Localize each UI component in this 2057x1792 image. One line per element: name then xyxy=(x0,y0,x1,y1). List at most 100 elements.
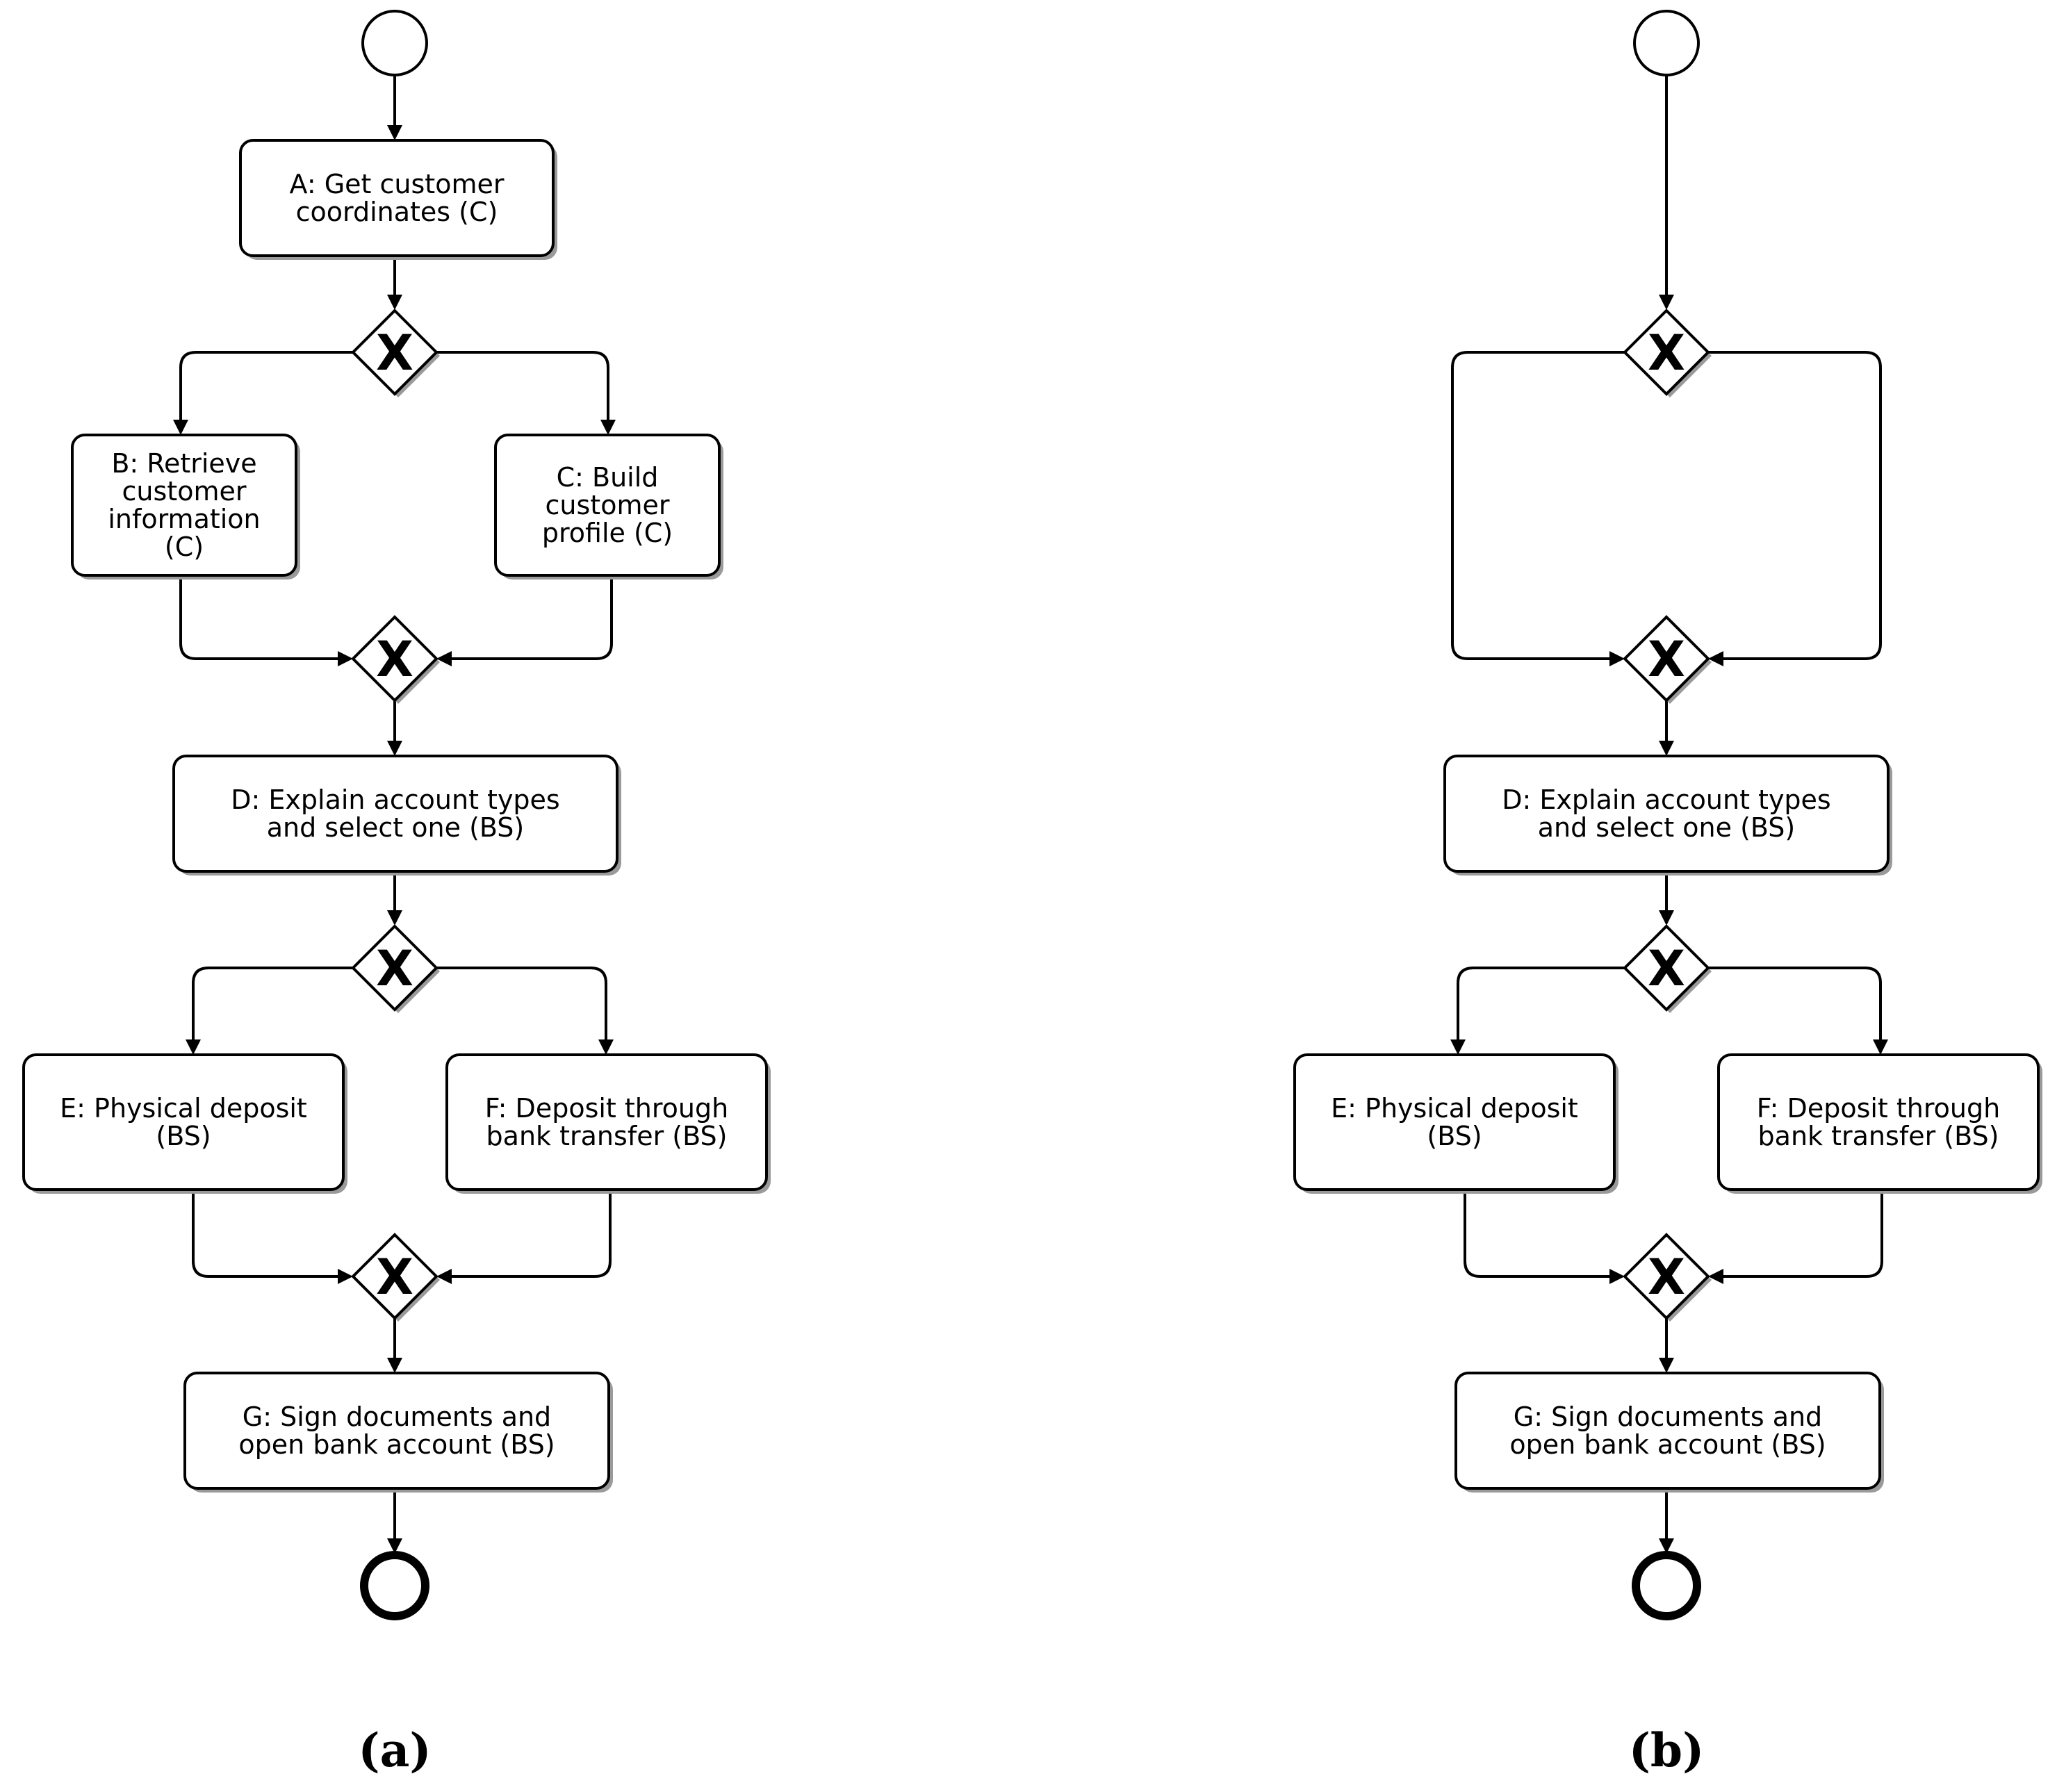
task-label-line: (BS) xyxy=(1427,1121,1482,1151)
end-event-icon xyxy=(360,1551,429,1620)
gateway-x-icon: X xyxy=(376,940,413,997)
gateway-x-icon: X xyxy=(376,1249,413,1306)
task-label-line: open bank account (BS) xyxy=(1509,1429,1826,1460)
task-label-line: F: Deposit through xyxy=(485,1093,728,1124)
task-label-line: C: Build xyxy=(557,462,659,493)
task-label-line: (C) xyxy=(165,532,204,562)
start-event-icon xyxy=(361,10,428,76)
flow-line xyxy=(1708,967,1882,1042)
flow-line xyxy=(179,575,341,660)
start-event-icon xyxy=(1633,10,1700,76)
end-event-icon xyxy=(1632,1551,1701,1620)
flow-line xyxy=(449,575,613,660)
gateway-x-icon: X xyxy=(1648,1249,1685,1306)
arrowhead xyxy=(387,910,402,926)
sequence-flow xyxy=(387,871,402,926)
arrowhead xyxy=(1450,1039,1466,1055)
arrowhead xyxy=(1609,1269,1625,1284)
arrowhead xyxy=(186,1039,201,1055)
arrowhead xyxy=(1708,1269,1723,1284)
gateway-x-icon: X xyxy=(1648,324,1685,381)
task-box xyxy=(172,755,618,873)
arrowhead xyxy=(387,1538,402,1554)
sequence-flow xyxy=(192,1190,353,1284)
task-label-line: A: Get customer xyxy=(290,169,505,199)
task-label-line: profile (C) xyxy=(542,518,673,548)
sequence-flow xyxy=(1659,1318,1674,1373)
task-label-line: and select one (BS) xyxy=(267,812,525,843)
sequence-flow xyxy=(387,75,402,140)
sequence-flow xyxy=(1659,1488,1674,1554)
sequence-flow xyxy=(1659,700,1674,756)
sequence-flow xyxy=(173,351,353,435)
sequence-flow xyxy=(1659,75,1674,310)
task-E: E: Physical deposit(BS) xyxy=(22,1053,347,1194)
task-box xyxy=(1717,1053,2040,1191)
flow-line xyxy=(1464,1190,1612,1278)
arrowhead xyxy=(1708,651,1723,666)
flow-line xyxy=(436,351,609,422)
sequence-flow xyxy=(436,967,614,1055)
task-label-line: coordinates (C) xyxy=(296,197,498,227)
task-label-line: open bank account (BS) xyxy=(238,1429,555,1460)
arrowhead xyxy=(1659,741,1674,756)
sequence-flow xyxy=(1464,1190,1625,1284)
panel-b-caption: (b) xyxy=(1629,1723,1705,1777)
flow-line xyxy=(179,351,353,422)
task-label-line: G: Sign documents and xyxy=(243,1401,551,1432)
arrowhead xyxy=(436,1269,452,1284)
task-box xyxy=(239,139,555,257)
gateway-diamond xyxy=(1623,1233,1710,1320)
task-label-line: bank transfer (BS) xyxy=(1758,1121,1999,1151)
arrowhead xyxy=(173,420,188,435)
gateway-diamond xyxy=(351,1233,439,1320)
flow-line xyxy=(192,967,353,1042)
sequence-flow xyxy=(1450,967,1625,1055)
arrowhead xyxy=(387,741,402,756)
task-label-line: F: Deposit through xyxy=(1757,1093,2000,1124)
task-box xyxy=(183,1372,610,1490)
task-label-line: bank transfer (BS) xyxy=(486,1121,728,1151)
split-gateway-1: X xyxy=(1623,309,1712,397)
split-gateway-1: X xyxy=(351,309,440,397)
arrowhead xyxy=(1659,1538,1674,1554)
sequence-flow xyxy=(387,1488,402,1554)
split-gateway-2: X xyxy=(1623,924,1712,1013)
sequence-flow xyxy=(387,256,402,310)
task-label-line: D: Explain account types xyxy=(1502,784,1830,815)
task-box xyxy=(1293,1053,1616,1191)
arrowhead xyxy=(387,295,402,310)
arrowhead xyxy=(1659,295,1674,310)
sequence-flow xyxy=(436,1190,612,1284)
task-label-line: E: Physical deposit xyxy=(60,1093,307,1124)
arrowhead xyxy=(600,420,616,435)
arrowhead xyxy=(1659,910,1674,926)
task-label-line: E: Physical deposit xyxy=(1331,1093,1578,1124)
arrowhead xyxy=(1873,1039,1888,1055)
sequence-flow xyxy=(387,1318,402,1373)
arrowhead xyxy=(1659,1358,1674,1373)
join-gateway-2: X xyxy=(351,1233,440,1322)
task-label-line: (BS) xyxy=(156,1121,211,1151)
join-gateway-1: X xyxy=(1623,615,1712,704)
task-box xyxy=(1443,755,1890,873)
task-label-line: and select one (BS) xyxy=(1538,812,1796,843)
arrowhead xyxy=(436,651,452,666)
sequence-flow xyxy=(436,351,616,435)
task-label-line: D: Explain account types xyxy=(231,784,559,815)
gateway-diamond xyxy=(351,309,439,396)
sequence-flow xyxy=(186,967,353,1055)
flow-line xyxy=(1721,1190,1883,1278)
task-label-line: customer xyxy=(546,490,670,520)
gateway-x-icon: X xyxy=(376,631,413,688)
gateway-x-icon: X xyxy=(376,324,413,381)
sequence-flow xyxy=(1659,871,1674,926)
task-box xyxy=(22,1053,345,1191)
captions-layer: (a)(b) xyxy=(358,1723,1704,1777)
